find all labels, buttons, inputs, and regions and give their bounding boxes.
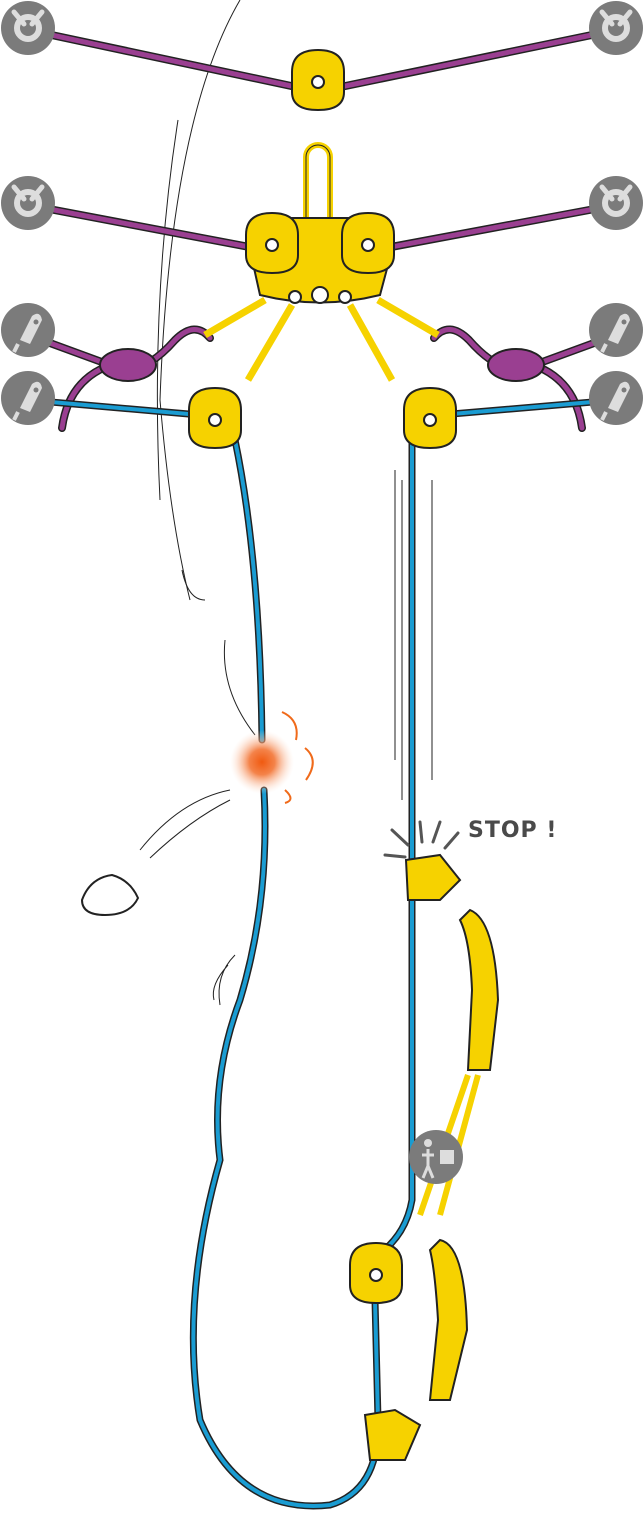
worker-icon xyxy=(409,1130,463,1184)
rigging-hardware xyxy=(188,49,500,1461)
anchor-ring-icon xyxy=(1,1,55,55)
energy-absorber-upper xyxy=(458,908,500,1071)
left-pulley xyxy=(188,387,242,449)
right-pulley xyxy=(403,387,457,449)
fall-arrester xyxy=(404,853,462,901)
hanger-plate-icon xyxy=(0,301,57,359)
lower-pulley xyxy=(349,1242,403,1304)
anchor-ring-icon xyxy=(1,176,55,230)
energy-absorber-lower xyxy=(428,1238,469,1401)
impact-point xyxy=(230,711,314,804)
hanger-plate-icon xyxy=(0,369,57,427)
anchor-ring-icon xyxy=(589,176,643,230)
stop-burst-lines xyxy=(383,820,460,859)
stop-label: STOP ! xyxy=(468,818,558,843)
purple-ropes xyxy=(24,26,620,432)
hanger-plate-icon xyxy=(587,301,644,359)
hanger-plate-icon xyxy=(587,369,644,427)
anchor-ring-icon xyxy=(589,1,643,55)
blue-rope xyxy=(24,396,620,1510)
falling-rock xyxy=(80,873,140,917)
top-pulley xyxy=(291,49,345,111)
rope-clamp xyxy=(363,1408,422,1461)
